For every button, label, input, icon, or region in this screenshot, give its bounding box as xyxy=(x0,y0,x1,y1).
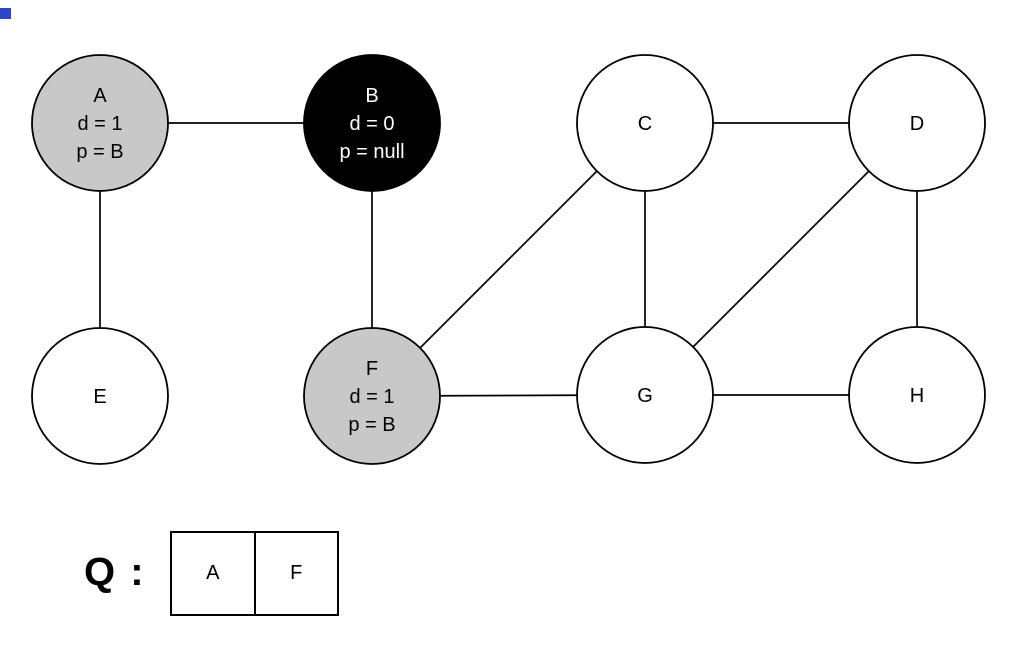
node-g-circle xyxy=(576,326,714,464)
corner-marker xyxy=(0,8,11,19)
node-e-label: E xyxy=(93,386,106,408)
node-c-circle xyxy=(576,54,714,192)
node-a-circle xyxy=(31,54,169,192)
node-d-label: D xyxy=(910,113,924,135)
queue-cell-1: F xyxy=(290,562,303,584)
queue-cell-0: A xyxy=(172,533,256,614)
node-b-circle xyxy=(303,54,441,192)
node-e-circle xyxy=(31,327,169,465)
node-h-circle xyxy=(848,326,986,464)
node-d-circle xyxy=(848,54,986,192)
node-f-circle xyxy=(303,327,441,465)
queue-label: Q : xyxy=(84,550,146,594)
queue-box: A F xyxy=(170,531,339,616)
node-c-label: C xyxy=(638,113,652,135)
node-h-label: H xyxy=(910,385,924,407)
node-g-label: G xyxy=(637,385,653,407)
